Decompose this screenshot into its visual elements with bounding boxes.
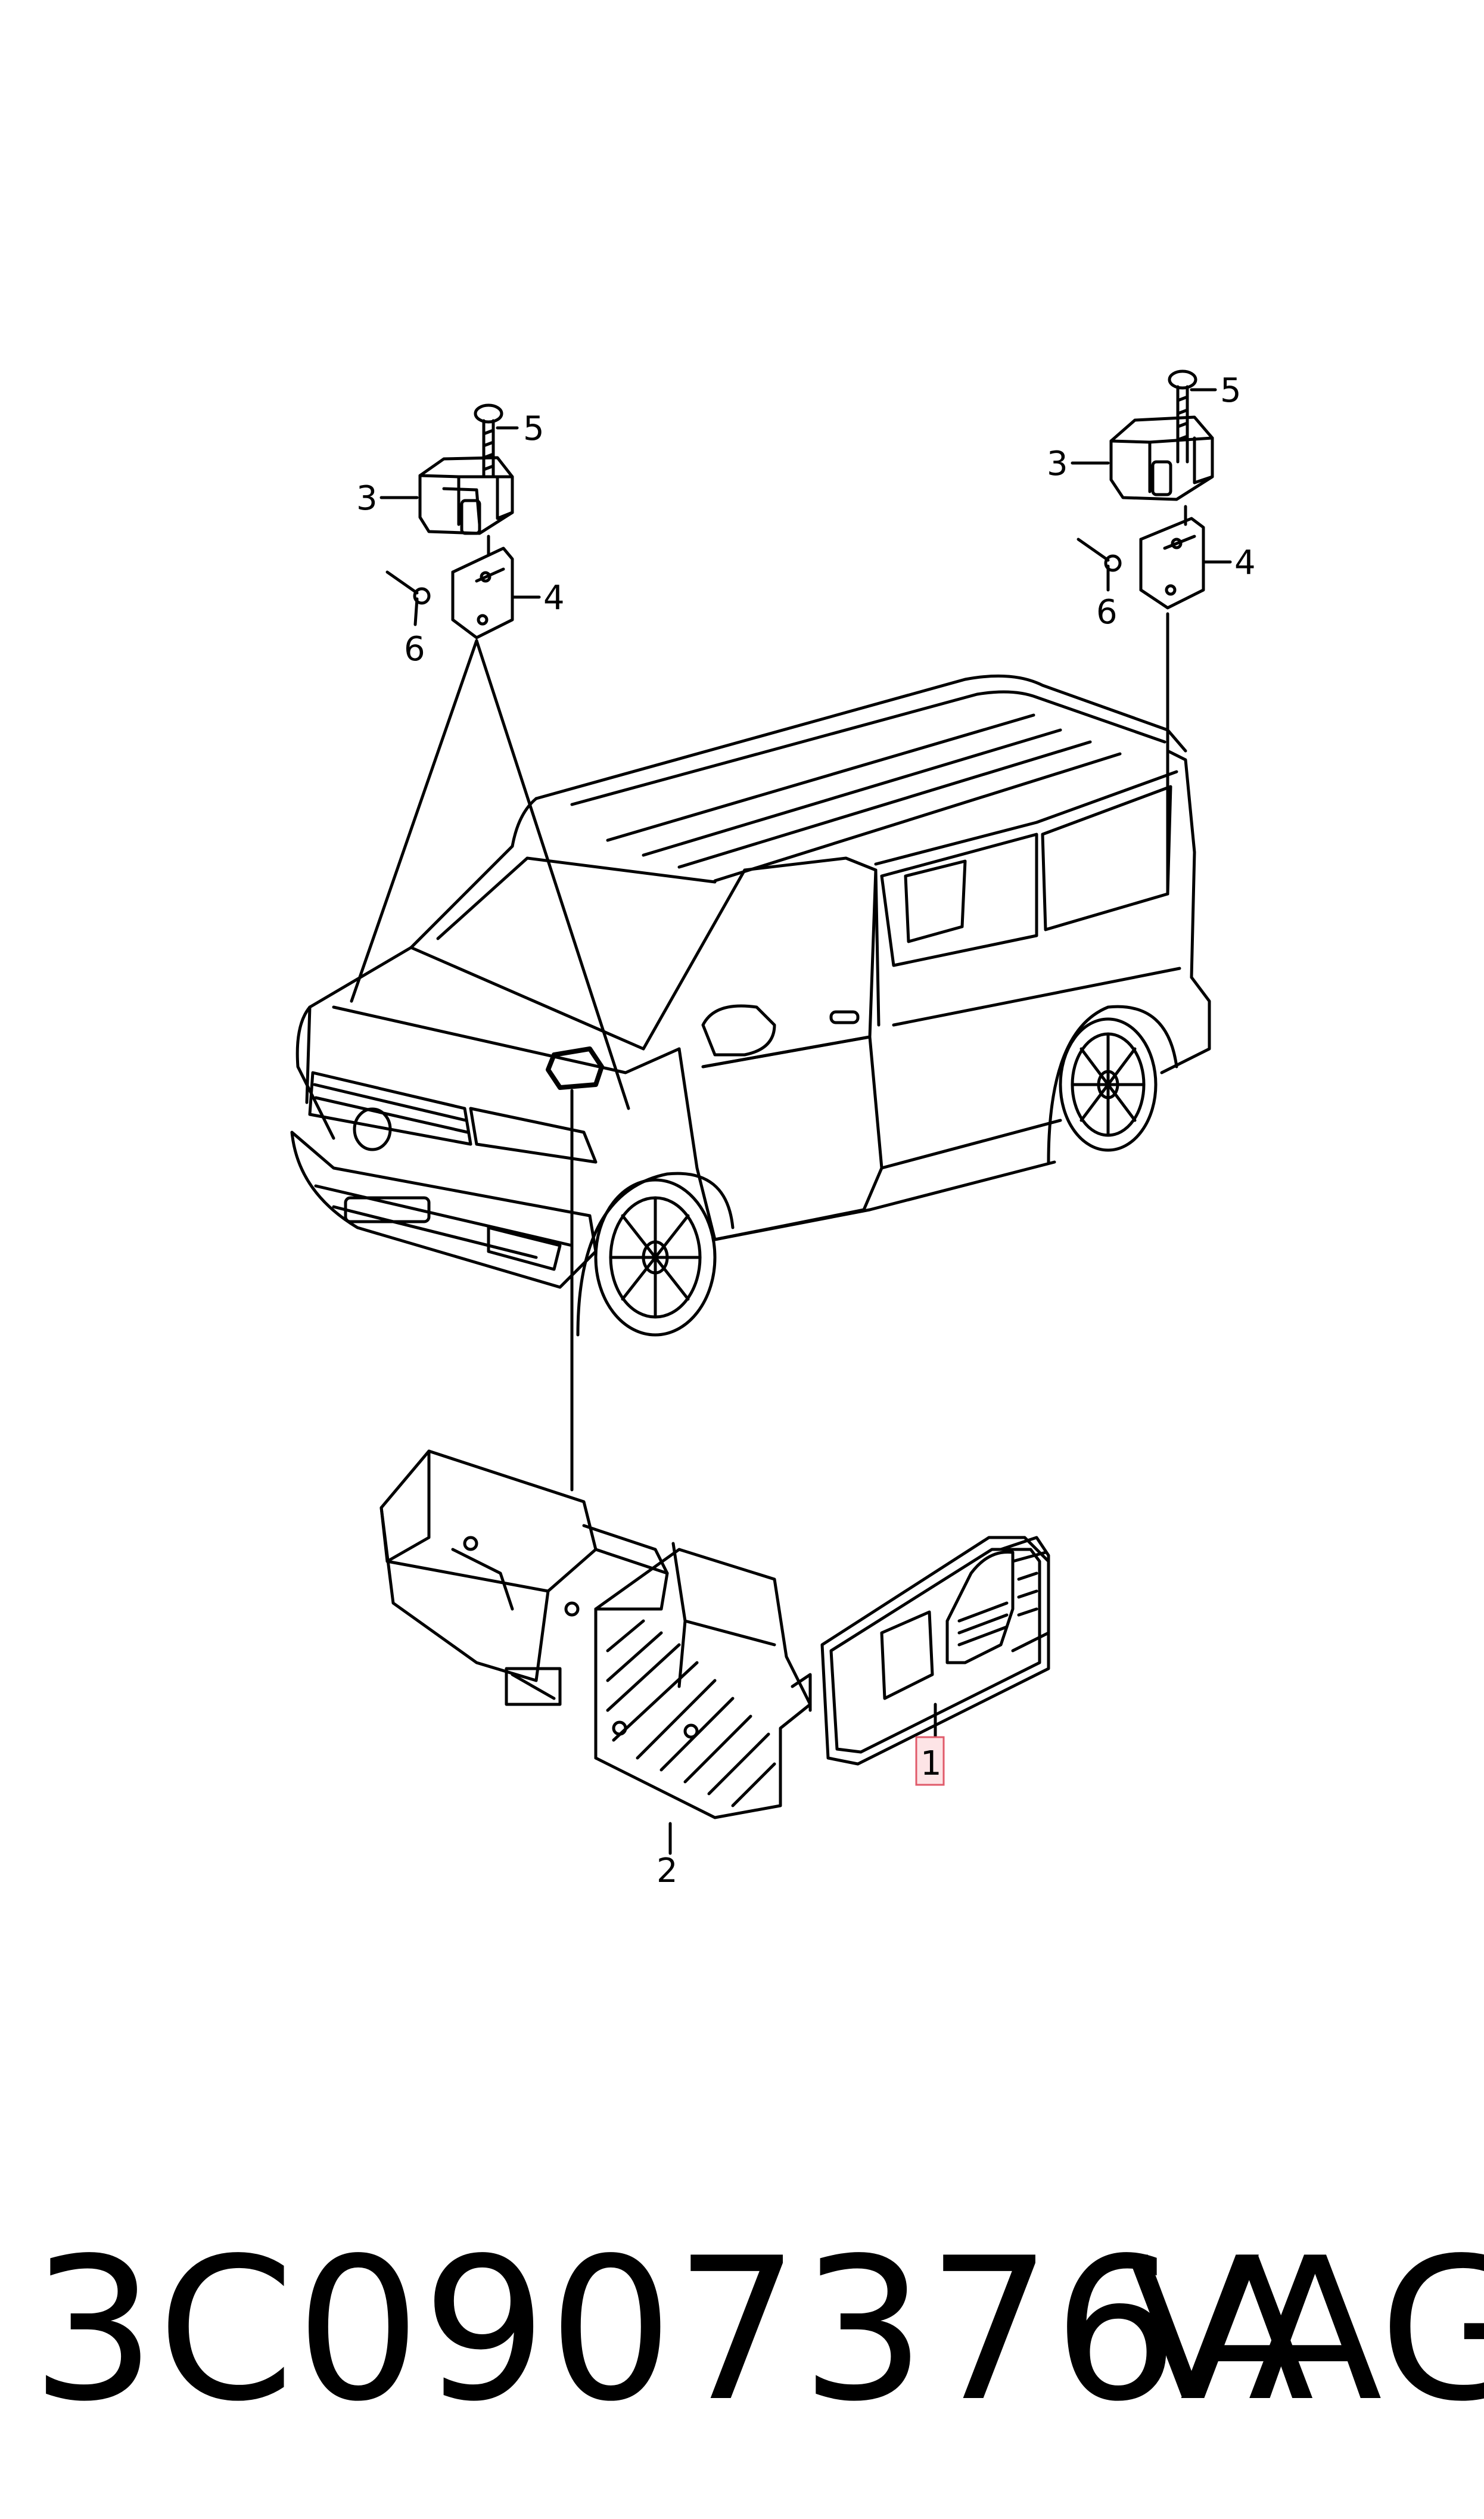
- callout-4-right: 4: [1234, 543, 1256, 582]
- crash-sensor-left: [418, 456, 514, 535]
- van-illustration: [290, 674, 1211, 1492]
- mounting-bracket: [379, 1449, 812, 1855]
- callout-labels: 5 3 4 6 5 3 4 6 2 1: [356, 371, 1256, 1890]
- callout-1-highlight: [915, 1736, 945, 1786]
- callout-3-left: 3: [356, 479, 378, 518]
- bracket-right: [1139, 505, 1205, 610]
- callout-5-left: 5: [523, 409, 545, 448]
- screw-right: [1077, 538, 1122, 572]
- callout-5-right: 5: [1220, 371, 1242, 410]
- callout-6-right: 6: [1096, 593, 1118, 632]
- brand-name: VAG: [1126, 2216, 1484, 2445]
- callout-4-left: 4: [543, 579, 565, 617]
- bolt-left: [474, 403, 503, 479]
- sensor-assembly-left: [350, 403, 630, 1110]
- callout-6-left: 6: [404, 630, 425, 669]
- part-number: 3C0907376A: [31, 2216, 1315, 2445]
- bracket-left: [451, 535, 514, 639]
- airbag-control-unit: [820, 1536, 1050, 1766]
- callout-3-right: 3: [1047, 445, 1068, 483]
- callout-1: 1: [920, 1744, 942, 1783]
- sensor-assembly-right: [1071, 369, 1232, 896]
- crash-sensor-right: [1109, 415, 1214, 501]
- footer: 3C0907376A VAG: [0, 2217, 1484, 2443]
- front-wheel: [576, 1172, 735, 1337]
- callout-2: 2: [657, 1852, 678, 1890]
- screw-left: [385, 570, 431, 605]
- rear-wheel: [1047, 1005, 1178, 1164]
- bolt-right: [1168, 369, 1197, 464]
